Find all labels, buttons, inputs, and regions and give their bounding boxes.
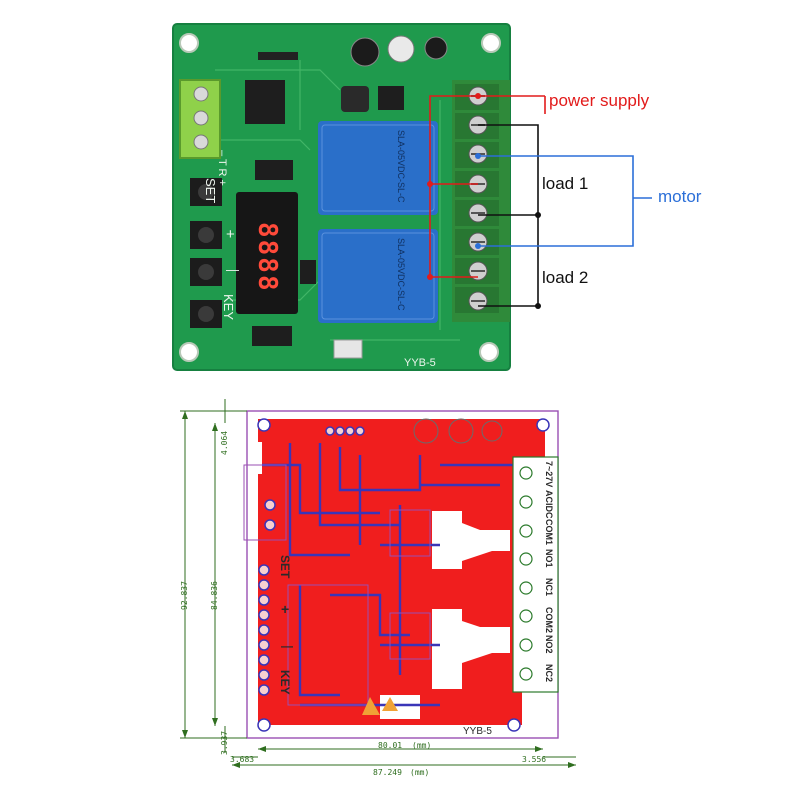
- dim-width-inner: 80.01: [378, 741, 403, 750]
- callout-load-1: load 1: [542, 174, 589, 193]
- terminal-label: COM2: [544, 607, 554, 634]
- drawing-minus-label: —: [281, 639, 293, 653]
- terminal-label: NC2: [544, 664, 554, 683]
- callout-power-supply: power supply: [549, 91, 650, 110]
- terminal-label: 7~27V: [544, 461, 554, 488]
- dim-height-outer: 92.837: [180, 581, 189, 610]
- drawing-board-label: YYB-5: [463, 726, 492, 737]
- relay1-model: SLA-05VDC-SL-C: [396, 130, 406, 203]
- silk-key-label: KEY: [221, 294, 236, 321]
- drawing-set-label: SET: [278, 555, 292, 579]
- dim-bottom-offset: 3.937: [220, 730, 229, 755]
- pcb-drawing-graphic: [180, 399, 576, 768]
- callout-load-2: load 2: [542, 268, 589, 287]
- dim-height-inner: 84.836: [210, 581, 219, 610]
- dim-top-offset: 4.064: [220, 430, 229, 455]
- drawing-key-label: KEY: [278, 670, 292, 695]
- drawing-plus-label: +: [281, 601, 290, 617]
- seven-segment-display: 8888: [252, 221, 282, 293]
- terminal-label: NO2: [544, 635, 554, 654]
- terminal-label: COM1: [544, 519, 554, 546]
- silk-minus-label: —: [226, 262, 239, 277]
- dim-left-offset: 3.683: [230, 755, 255, 764]
- terminal-labels: 7~27V ACIDC COM1 NO1 NC1 COM2 NO2 NC2: [542, 457, 556, 692]
- dim-width-inner-unit: (mm): [412, 741, 432, 750]
- terminal-label: NC1: [544, 578, 554, 597]
- callout-motor: motor: [658, 187, 702, 206]
- silk-trig-label: – T R +: [216, 150, 228, 186]
- terminal-label: NO1: [544, 549, 554, 568]
- board-photo-graphic: [172, 23, 652, 371]
- pcb-drawing: SET + — KEY YYB-5 7~27V ACIDC COM1 NO1 N…: [0, 395, 800, 800]
- board-photo: SET + — KEY – T R + YYB-5 8888 SLA-05VDC…: [0, 0, 800, 390]
- relay2-model: SLA-05VDC-SL-C: [396, 238, 406, 311]
- terminal-label: ACIDC: [544, 490, 554, 519]
- dim-width-outer: 87.249: [373, 768, 402, 777]
- silk-plus-label: +: [226, 226, 235, 243]
- dim-right-offset: 3.556: [522, 755, 547, 764]
- dim-width-outer-unit: (mm): [410, 768, 430, 777]
- silk-board-label: YYB-5: [404, 357, 436, 369]
